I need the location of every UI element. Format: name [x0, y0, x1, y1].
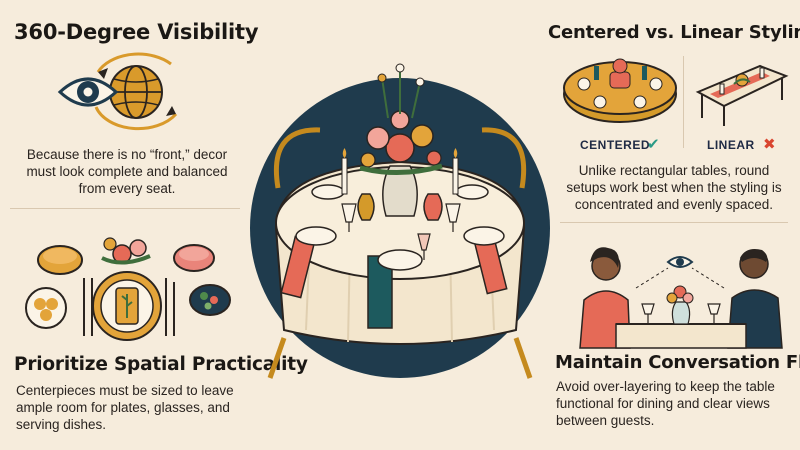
visibility-text: Because there is no “front,” decor must … [26, 147, 228, 196]
linear-label: LINEAR [707, 138, 755, 152]
divider-right [560, 222, 788, 223]
cross-icon: ✖ [763, 136, 776, 153]
spatial-text: Centerpieces must be sized to leave ampl… [16, 383, 234, 432]
conversation-title: Maintain Conversation Flow [555, 352, 800, 373]
styling-text: Unlike rectangular tables, round setups … [566, 163, 782, 212]
styling-divider [683, 56, 684, 148]
divider-left [10, 208, 240, 209]
visibility-title: 360-Degree Visibility [14, 20, 259, 44]
centered-table-icon [563, 58, 677, 123]
round-table-illustration [250, 63, 550, 379]
spatial-title: Prioritize Spatial Practicality [14, 354, 308, 375]
check-icon: ✔ [647, 136, 660, 153]
eye-globe-icon [57, 52, 178, 131]
styling-title: Centered vs. Linear Styling [548, 22, 800, 43]
place-setting-illustration [25, 237, 231, 341]
conversation-illustration [579, 247, 783, 349]
linear-table-icon [695, 64, 789, 126]
conversation-text: Avoid over-layering to keep the table fu… [556, 379, 775, 428]
centered-label: CENTERED [580, 138, 651, 152]
